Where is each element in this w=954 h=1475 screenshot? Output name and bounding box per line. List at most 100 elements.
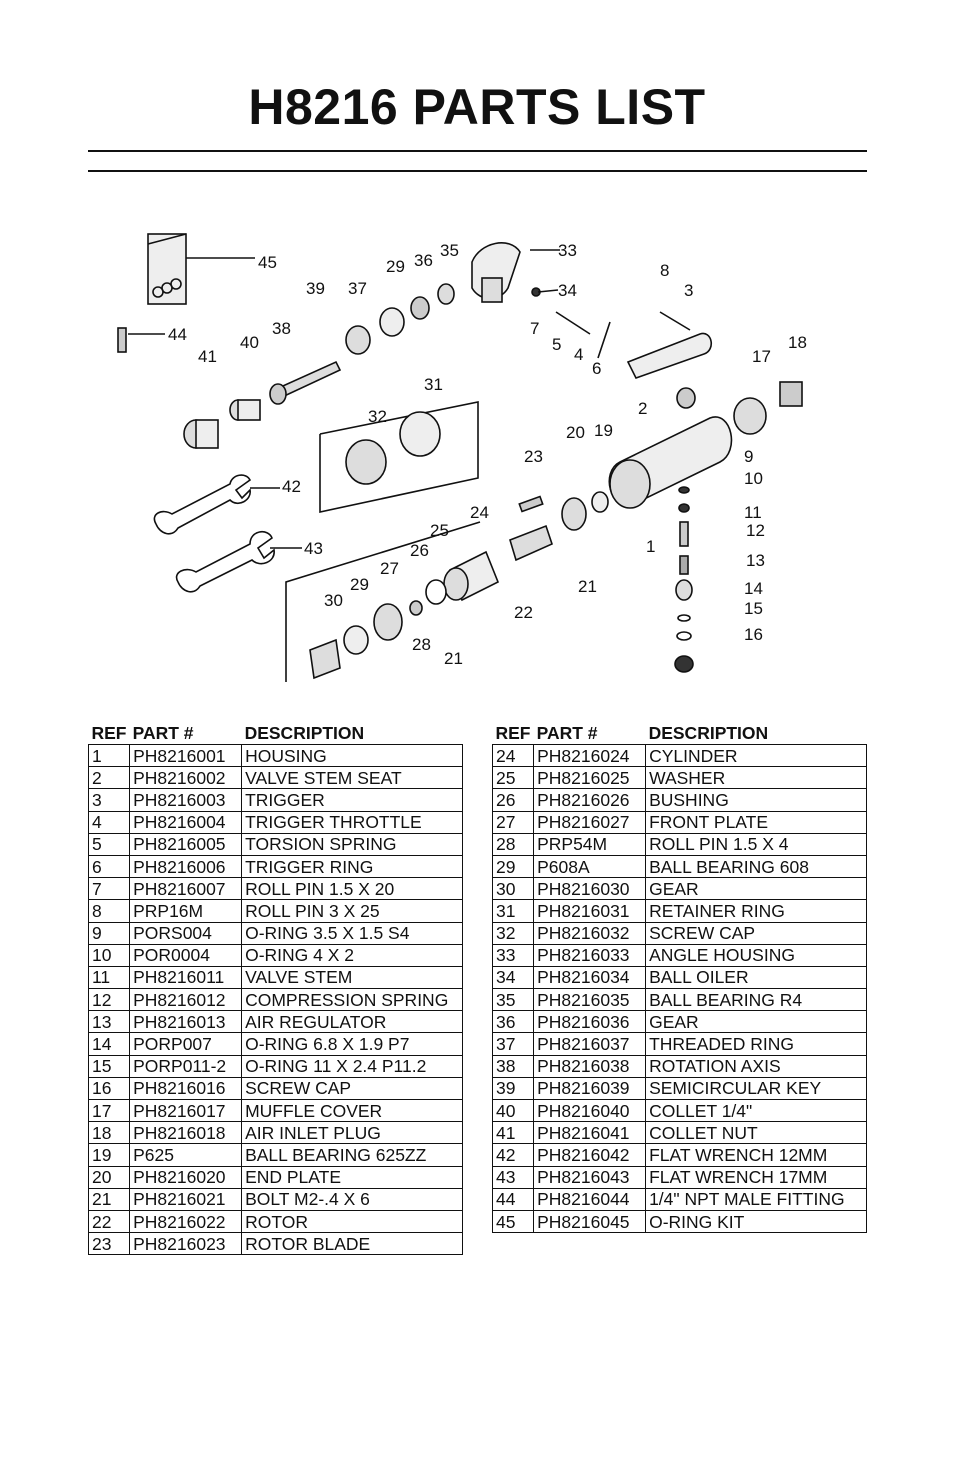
valve-seat-icon [676, 387, 696, 409]
part-number-cell: PH8216044 [533, 1187, 647, 1211]
ref-cell: 34 [491, 965, 535, 990]
end-plate-icon [561, 497, 587, 531]
ref-cell: 16 [87, 1076, 131, 1101]
callout-number: 19 [594, 421, 613, 440]
description-cell: GEAR [645, 1010, 867, 1034]
description-cell: O-RING 11 X 2.4 P11.2 [241, 1054, 463, 1078]
ref-cell: 21 [87, 1187, 131, 1211]
part-number-cell: PH8216018 [129, 1121, 243, 1145]
callout-number: 33 [558, 241, 577, 260]
part-number-cell: PH8216033 [533, 943, 647, 967]
description-cell: 1/4" NPT MALE FITTING [645, 1187, 867, 1211]
flat-wrench-17mm-icon [175, 531, 275, 593]
ref-cell: 30 [491, 877, 535, 901]
part-number-cell: PH8216023 [129, 1232, 243, 1256]
ref-cell: 33 [491, 943, 535, 967]
ref-cell: 18 [87, 1121, 131, 1145]
ref-cell: 35 [491, 988, 535, 1012]
ref-cell: 15 [87, 1054, 131, 1078]
part-number-cell: PH8216025 [533, 766, 647, 790]
part-number-cell: PH8216027 [533, 810, 647, 834]
ref-cell: 7 [87, 877, 131, 901]
part-number-cell: PRP16M [129, 899, 243, 923]
part-number-cell: PRP54M [533, 832, 647, 856]
description-cell: VALVE STEM SEAT [241, 766, 463, 790]
description-cell: WASHER [645, 766, 867, 790]
valve-stem-icon [679, 521, 689, 547]
air-inlet-plug-icon [779, 381, 803, 407]
ref-header: REF [495, 722, 531, 743]
callout-number: 45 [258, 253, 277, 272]
description-cell: BALL BEARING 625ZZ [241, 1143, 463, 1167]
title-rule-top [88, 150, 867, 152]
part-number-cell: PH8216040 [533, 1098, 647, 1123]
part-number-cell: PH8216002 [129, 766, 243, 790]
callout-number: 29 [386, 257, 405, 276]
description-cell: RETAINER RING [645, 899, 867, 923]
part-number-cell: PH8216003 [129, 788, 243, 812]
description-cell: THREADED RING [645, 1032, 867, 1056]
o-ring-p7-icon [677, 614, 691, 622]
ref-cell: 6 [87, 854, 131, 879]
description-cell: O-RING 6.8 X 1.9 P7 [241, 1032, 463, 1056]
callout-number: 27 [380, 559, 399, 578]
callout-number: 31 [424, 375, 443, 394]
front-plate-icon [373, 603, 403, 641]
callout-number: 8 [660, 261, 669, 280]
table-header-row: REF PART # DESCRIPTION [493, 722, 867, 745]
description-cell: TRIGGER RING [241, 854, 463, 879]
ref-cell: 44 [491, 1187, 535, 1211]
callout-number: 26 [410, 541, 429, 560]
part-number-cell: PORP011-2 [129, 1054, 243, 1078]
callout-number: 7 [530, 319, 539, 338]
description-cell: GEAR [645, 877, 867, 901]
muffle-cover-icon [733, 397, 767, 435]
description-header: DESCRIPTION [244, 722, 365, 743]
spring-icon [679, 555, 689, 575]
part-number-cell: PH8216022 [129, 1209, 243, 1234]
description-cell: ROTATION AXIS [645, 1054, 867, 1078]
callout-number: 6 [592, 359, 601, 378]
part-number-cell: PH8216037 [533, 1032, 647, 1056]
ref-cell: 43 [491, 1165, 535, 1189]
callout-number: 38 [272, 319, 291, 338]
description-cell: TRIGGER [241, 788, 463, 812]
ref-cell: 39 [491, 1076, 535, 1101]
part-number-cell: P625 [129, 1143, 243, 1167]
description-cell: O-RING 3.5 X 1.5 S4 [241, 921, 463, 945]
callout-number: 9 [744, 447, 753, 466]
ref-cell: 41 [491, 1121, 535, 1145]
description-header: DESCRIPTION [648, 722, 769, 743]
callout-number: 21 [444, 649, 463, 668]
description-cell: BOLT M2-.4 X 6 [241, 1187, 463, 1211]
part-number-cell: PH8216042 [533, 1143, 647, 1167]
part-number-cell: P608A [533, 854, 647, 879]
ref-cell: 9 [87, 921, 131, 945]
gear-icon [309, 638, 341, 680]
callout-number: 20 [566, 423, 585, 442]
description-cell: BALL BEARING R4 [645, 988, 867, 1012]
part-number-cell: PORP007 [129, 1032, 243, 1056]
description-cell: ROTOR BLADE [241, 1232, 463, 1256]
o-ring-p11-icon [676, 631, 692, 641]
callout-number: 25 [430, 521, 449, 540]
